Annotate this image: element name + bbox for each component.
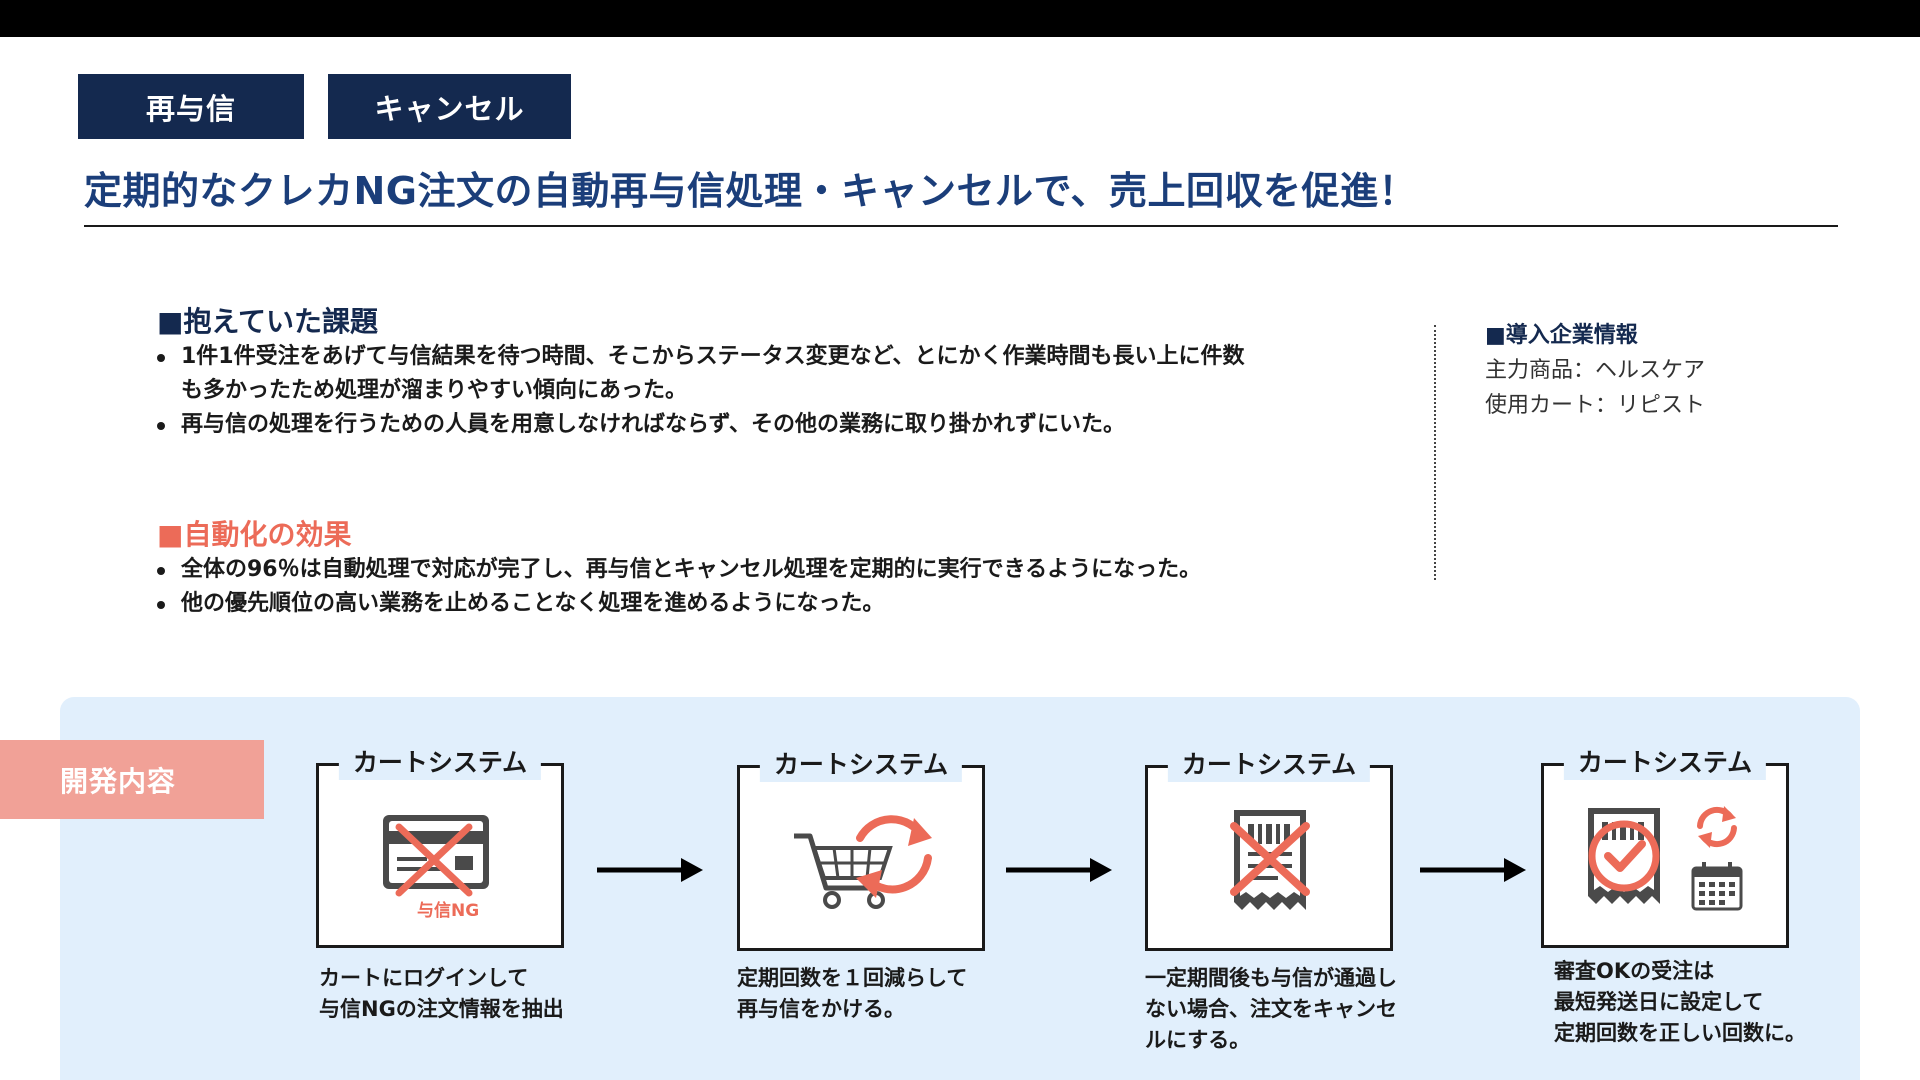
issue-item-1: 1件1件受注をあげて与信結果を待つ時間、そこからステータス変更など、とにかく作業… [155,340,1355,408]
page-title: 定期的なクレカNG注文の自動再与信処理・キャンセルで、売上回収を促進！ [84,169,1417,213]
cart-refresh-icon [794,815,932,909]
effect-item-1: 全体の96％は自動処理で対応が完了し、再与信とキャンセル処理を定期的に実行できる… [155,553,1355,587]
flow-step-2: カートシステム [737,748,985,951]
vertical-divider [1434,325,1436,580]
arrow-2-icon [1006,858,1112,882]
step-4-caption: 審査OKの受注は 最短発送日に設定して 定期回数を正しい回数に。 [1554,959,1806,1045]
credit-card-ng-icon: 与信NG [383,815,489,921]
receipt-check-icon [1588,808,1660,904]
top-bar [0,0,1920,37]
flow-step-1: カートシステム 与信NG [316,746,564,948]
development-label: 開発内容 [0,740,264,819]
company-cart: 使用カート：リピスト [1485,393,1706,418]
ng-label: 与信NG [417,900,479,921]
arrow-1-icon [597,858,703,882]
title-divider [84,225,1838,227]
issues-title: ■抱えていた課題 [157,305,379,338]
flow-step-3: カートシステム [1145,748,1393,951]
step-2-caption: 定期回数を１回減らして 再与信をかける。 [737,966,968,1021]
issues-list: 1件1件受注をあげて与信結果を待つ時間、そこからステータス変更など、とにかく作業… [155,340,1355,442]
company-info: ■導入企業情報 主力商品：ヘルスケア 使用カート：リピスト [1485,318,1705,423]
company-info-title: ■導入企業情報 [1485,323,1638,348]
refresh-icon [1697,806,1737,848]
tag-reauthorization: 再与信 [78,74,304,139]
effect-item-2: 他の優先順位の高い業務を止めることなく処理を進めるようになった。 [155,587,1355,621]
step-2-title: カートシステム [759,748,963,782]
flow-step-4: カートシステム [1541,746,1789,948]
step-1-caption: カートにログインして 与信NGの注文情報を抽出 [319,966,564,1021]
step-3-title: カートシステム [1167,748,1371,782]
receipt-cancel-icon [1230,810,1310,910]
step-3-caption: 一定期間後も与信が通過し ない場合、注文をキャンセ ルにする。 [1145,966,1397,1052]
issue-item-2: 再与信の処理を行うための人員を用意しなければならず、その他の業務に取り掛かれずに… [155,408,1355,442]
tag-cancel: キャンセル [328,74,571,139]
calendar-icon [1691,862,1743,911]
effects-title: ■自動化の効果 [157,518,352,551]
arrow-3-icon [1420,858,1526,882]
effects-list: 全体の96％は自動処理で対応が完了し、再与信とキャンセル処理を定期的に実行できる… [155,553,1355,621]
company-product: 主力商品：ヘルスケア [1485,358,1706,383]
step-4-title: カートシステム [1563,746,1767,780]
step-1-title: カートシステム [338,746,542,780]
